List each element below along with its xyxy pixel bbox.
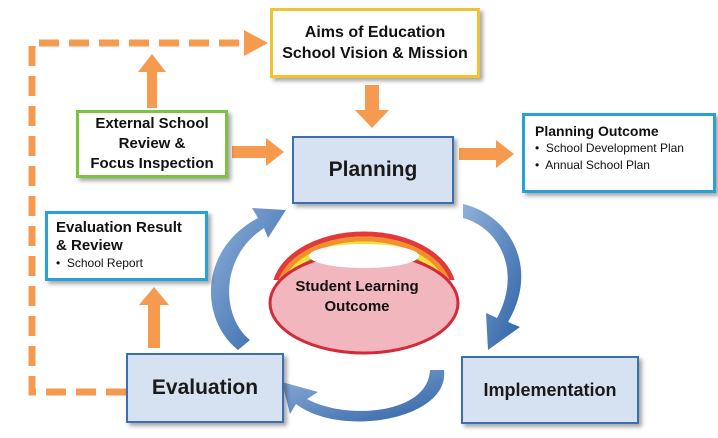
- planning-outcome-box: Planning Outcome • School Development Pl…: [522, 113, 716, 193]
- planning-outcome-item: • Annual School Plan: [535, 158, 650, 172]
- cycle-arrow-planning-to-implementation: [463, 204, 522, 350]
- planning-outcome-title: Planning Outcome: [535, 123, 659, 139]
- cycle-arrow-implementation-to-evaluation: [282, 370, 445, 422]
- evaluation-review-title-2: & Review: [56, 237, 123, 254]
- evaluation-review-box: Evaluation Result & Review • School Repo…: [45, 211, 208, 281]
- aims-of-education-box: Aims of Education School Vision & Missio…: [270, 8, 480, 78]
- cycle-arrow-evaluation-to-planning: [210, 208, 286, 350]
- arrow-aims-to-planning: [355, 85, 389, 128]
- external-line-3: Focus Inspection: [90, 155, 214, 172]
- arrow-external-up: [138, 54, 166, 108]
- evaluation-stage: Evaluation: [126, 353, 284, 423]
- dashed-arrow-head: [244, 30, 268, 56]
- center-line-1: Student Learning: [295, 278, 419, 295]
- center-line-2: Outcome: [324, 298, 390, 315]
- dashed-feedback-arrow: [28, 39, 248, 396]
- arrow-planning-to-outcome: [459, 140, 514, 168]
- arrow-evaluation-to-review: [139, 287, 169, 348]
- planning-outcome-item: • School Development Plan: [535, 141, 684, 155]
- aims-line-2: School Vision & Mission: [282, 45, 468, 62]
- implementation-stage: Implementation: [461, 356, 639, 424]
- external-line-2: Review &: [118, 135, 186, 152]
- external-review-box: External School Review & Focus Inspectio…: [76, 110, 228, 178]
- rainbow-top-cover: [309, 244, 419, 268]
- external-line-1: External School: [95, 115, 209, 132]
- arrow-external-to-planning: [232, 138, 284, 166]
- evaluation-review-item: • School Report: [56, 256, 143, 270]
- evaluation-review-title-1: Evaluation Result: [56, 219, 182, 236]
- planning-stage: Planning: [292, 136, 454, 204]
- student-learning-outcome-label: Student Learning Outcome: [272, 277, 442, 317]
- aims-line-1: Aims of Education: [304, 24, 446, 41]
